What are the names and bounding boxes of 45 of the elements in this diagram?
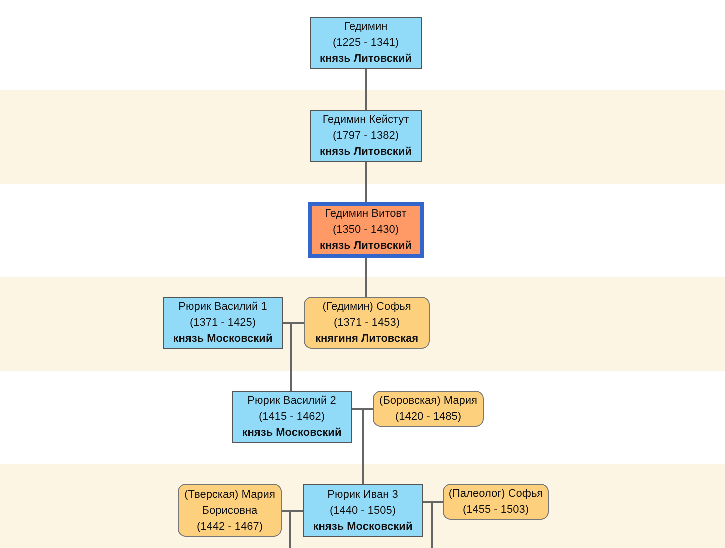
descent-line	[431, 502, 433, 548]
family-line	[282, 510, 303, 512]
person-title: князь Литовский	[320, 52, 412, 67]
descent-line	[351, 408, 374, 485]
life-years: (1371 - 1425)	[190, 316, 256, 331]
person-box	[303, 484, 423, 537]
life-years: (1455 - 1503)	[462, 503, 530, 518]
life-years: (1371 - 1453)	[334, 316, 400, 331]
person-box	[163, 297, 283, 349]
family-line	[365, 69, 367, 110]
descent-line	[289, 511, 291, 548]
person-name: Рюрик Василий 1	[178, 300, 268, 315]
life-years: (1225 - 1341)	[332, 36, 400, 51]
life-years: (1797 - 1382)	[332, 129, 400, 144]
family-line	[365, 258, 367, 297]
person-name: (Боровская) Мария	[380, 394, 478, 409]
person-title: князь Московский	[313, 520, 413, 534]
spouse-box	[443, 484, 549, 520]
life-years: (1440 - 1505)	[330, 504, 396, 518]
person-title: князь Литовский	[320, 239, 412, 254]
person-box	[232, 391, 352, 443]
person-title: князь Московский	[242, 426, 342, 441]
spouse-box	[178, 484, 282, 537]
family-line	[423, 501, 443, 503]
person-name: (Тверская) Мария Борисовна	[184, 488, 276, 518]
life-years: (1415 - 1462)	[258, 410, 326, 425]
person-name: (Гедимин) Софья	[322, 300, 412, 315]
person-name: Рюрик Василий 2	[248, 394, 336, 409]
spouse-box	[373, 391, 484, 427]
person-title: князь Московский	[173, 332, 273, 347]
life-years: (1442 - 1467)	[196, 520, 264, 534]
life-years: (1420 - 1485)	[395, 410, 462, 425]
person-name: Гедимин	[344, 20, 388, 35]
family-line	[365, 162, 367, 202]
life-years: (1350 - 1430)	[332, 223, 400, 238]
person-box	[310, 110, 422, 162]
person-title: княгиня Литовская	[315, 332, 419, 347]
person-name: Гедимин Кейстут	[322, 113, 410, 128]
person-name: Рюрик Иван 3	[328, 488, 398, 502]
highlighted-person-box	[308, 202, 424, 258]
person-box	[310, 17, 422, 69]
person-name: Гедимин Витовт	[325, 207, 407, 222]
person-name: (Палеолог) Софья	[448, 487, 544, 502]
person-title: князь Литовский	[320, 145, 412, 160]
spouse-box	[304, 297, 430, 349]
